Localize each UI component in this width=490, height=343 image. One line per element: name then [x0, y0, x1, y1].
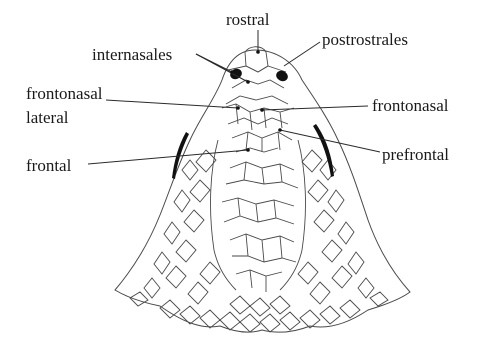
label-frontonasal: frontonasal: [372, 96, 448, 115]
right-flank-scales: [298, 150, 388, 306]
leader-prefrontal: [280, 130, 380, 152]
label-rostral: rostral: [226, 10, 269, 29]
label-frontonasal-lateral-line1: frontonasal: [26, 84, 102, 103]
leader-postrostrales: [284, 42, 320, 66]
head-outline: [115, 50, 410, 332]
eye-streak-right: [313, 124, 334, 177]
frontal-plates: [230, 132, 294, 184]
dot-rostral: [256, 50, 260, 54]
label-frontal: frontal: [26, 156, 71, 175]
leader-frontal: [88, 150, 248, 164]
lateral-arc-right: [280, 140, 305, 290]
label-postrostrales: postrostrales: [322, 30, 408, 49]
dot-internasales-b: [246, 80, 250, 84]
nostril-right: [274, 69, 289, 83]
leader-internasales-b: [196, 54, 248, 82]
scale-network: [130, 47, 388, 332]
head-outline-path: [115, 50, 410, 332]
leader-frontonasal: [262, 106, 368, 110]
parietal-plates: [222, 180, 298, 262]
dot-frontal: [246, 148, 250, 152]
label-internasales: internasales: [92, 45, 172, 64]
leader-frontonasal-lateral: [106, 100, 238, 108]
leader-dots: [230, 50, 282, 152]
dot-prefrontal: [278, 128, 282, 132]
label-frontonasal-lateral-line2: lateral: [26, 108, 68, 127]
dot-frontonasal-lateral: [236, 106, 240, 110]
dot-frontonasal: [260, 108, 264, 112]
dot-internasales-a: [230, 70, 234, 74]
label-prefrontal: prefrontal: [382, 145, 449, 164]
